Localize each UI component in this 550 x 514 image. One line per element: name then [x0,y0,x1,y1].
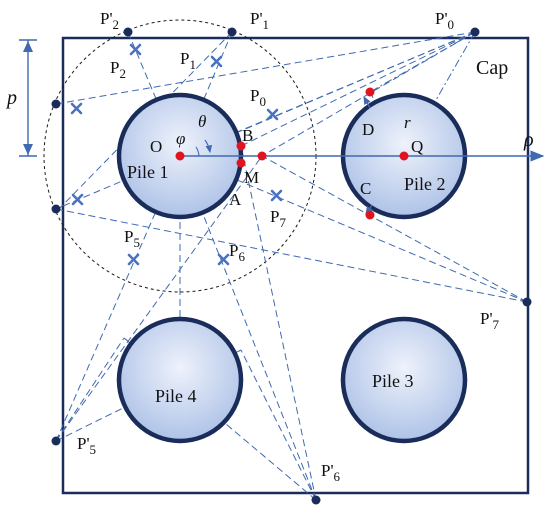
cross-left-upper [70,102,83,115]
point-pp6 [311,495,321,505]
exterior-points [51,27,532,505]
cross-p0 [266,108,279,121]
p-dimension [19,39,37,157]
label-pp0: P'0 [435,9,454,32]
label-p6: P6 [229,241,245,264]
label-r: r [404,113,411,132]
label-p5: P5 [124,227,140,250]
point-pp2 [123,27,133,37]
label-C: C [360,179,371,198]
label-Q: Q [411,137,423,156]
marker-O [175,151,185,161]
label-theta: θ [198,112,206,131]
cross-p1 [210,55,223,68]
cross-left-lower [71,193,84,206]
cap-label: Cap [476,57,508,79]
point-pp7 [522,297,532,307]
label-B: B [242,126,253,145]
cross-p7 [270,189,283,202]
label-p0: P0 [250,86,266,109]
guide-lines [55,31,528,501]
pile-3-label: Pile 3 [372,371,414,391]
label-A: A [229,190,242,209]
pile-4-label: Pile 4 [155,386,197,406]
cross-p2 [129,43,142,56]
point-pp0 [470,27,480,37]
marker-D [365,87,375,97]
marker-rho [257,151,267,161]
label-phi: φ [176,129,185,148]
marker-M [236,158,246,168]
point-pp1 [227,27,237,37]
label-pp7: P'7 [480,309,500,332]
point-pp5 [51,436,61,446]
pile-3 [340,316,468,444]
label-p7: P7 [270,207,286,230]
cross-p5 [127,253,140,266]
pile-cap-outline [61,36,530,495]
pile-4 [116,316,244,444]
label-pp6: P'6 [321,461,341,484]
label-pp1: P'1 [250,9,269,32]
marker-C [365,210,375,220]
theta-arc [204,139,213,154]
p-label: p [5,87,17,109]
cross-markers [70,43,283,266]
red-markers [175,87,409,220]
label-M: M [244,168,259,187]
cross-p6 [217,253,230,266]
label-p1: P1 [180,49,196,72]
phi-arc [195,146,200,157]
label-p2: P2 [110,58,126,81]
label-D: D [362,120,374,139]
label-pp5: P'5 [77,434,96,457]
pile2-arrow-upper [363,95,371,109]
label-O: O [150,137,162,156]
rho-label: ρ [523,129,534,151]
pile-2-label: Pile 2 [404,174,446,194]
point-left-lower [51,204,61,214]
pile-1-label: Pile 1 [127,162,169,182]
point-left-upper [51,99,61,109]
label-pp2: P'2 [100,9,119,32]
marker-Q [399,151,409,161]
marker-B [236,141,246,151]
